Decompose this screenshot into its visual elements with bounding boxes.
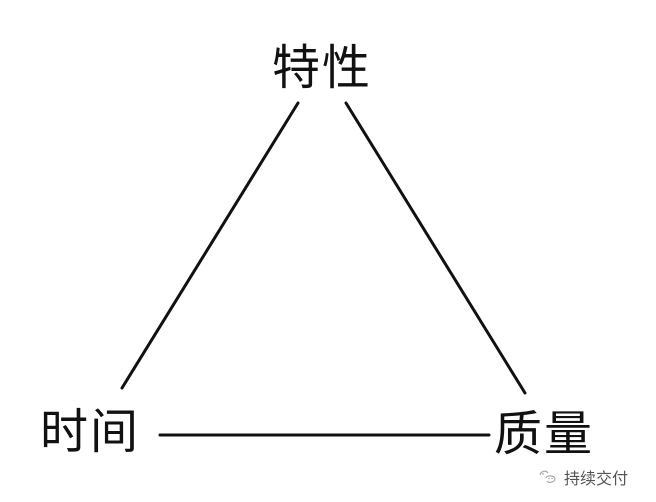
node-feature: 特性 (272, 40, 373, 96)
wechat-icon (539, 470, 556, 483)
edge-feature-quality (344, 101, 527, 395)
watermark: 持续交付 (538, 465, 628, 489)
node-quality: 质量 (494, 406, 595, 462)
edge-feature-time (120, 101, 300, 390)
node-time: 时间 (40, 404, 141, 460)
watermark-text: 持续交付 (564, 469, 629, 488)
